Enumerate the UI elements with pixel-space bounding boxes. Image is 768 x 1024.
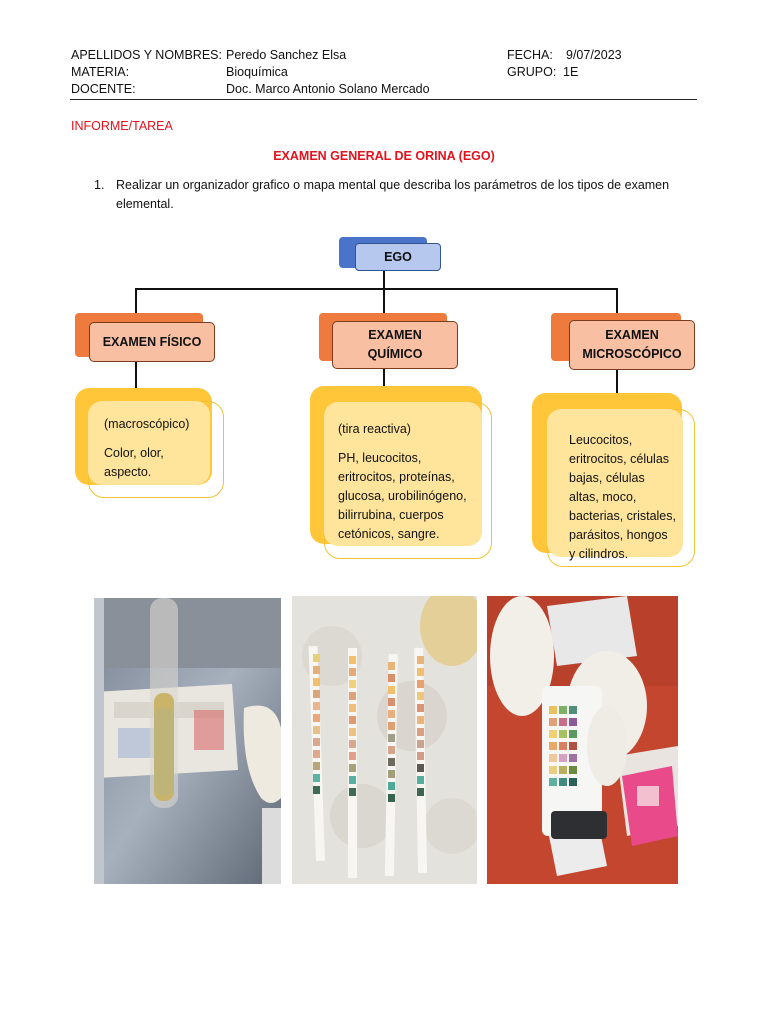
microscopico-node: EXAMEN MICROSCÓPICO xyxy=(569,320,695,370)
group-label: GRUPO: xyxy=(507,65,557,79)
teacher-value: Doc. Marco Antonio Solano Mercado xyxy=(226,82,430,96)
fisico-node: EXAMEN FÍSICO xyxy=(89,322,215,362)
quimico-leaf: (tira reactiva) PH, leucocitos, eritroci… xyxy=(324,402,482,546)
date-label: FECHA: xyxy=(507,48,553,62)
photo-reagent-strips xyxy=(292,596,477,884)
name-value: Peredo Sanchez Elsa xyxy=(226,48,347,62)
date-value: 9/07/2023 xyxy=(566,48,622,62)
microscopico-leaf: Leucocitos, eritrocitos, células bajas, … xyxy=(547,409,683,561)
horizontal-connector xyxy=(135,288,618,290)
group-value: 1E xyxy=(563,65,579,79)
connector-microscopico-leaf xyxy=(616,366,618,396)
page-title: EXAMEN GENERAL DE ORINA (EGO) xyxy=(273,149,495,163)
photo-reagent-bottle xyxy=(487,596,678,884)
photo-test-tube xyxy=(94,598,281,884)
fisico-content: Color, olor, aspecto. xyxy=(104,446,164,479)
connector-microscopico xyxy=(616,288,618,322)
quimico-node: EXAMEN QUÍMICO xyxy=(332,321,458,369)
question-text: Realizar un organizador grafico o mapa m… xyxy=(116,178,670,211)
subject-label: MATERIA: xyxy=(71,65,130,79)
quimico-subtitle: (tira reactiva) xyxy=(338,422,411,436)
subject-value: Bioquímica xyxy=(226,65,288,79)
header-divider xyxy=(70,99,697,100)
connector-fisico xyxy=(135,288,137,322)
connector-fisico-leaf xyxy=(135,357,137,392)
connector-quimico xyxy=(383,288,385,322)
report-label: INFORME/TAREA xyxy=(71,119,173,133)
quimico-content: PH, leucocitos, eritrocitos, proteínas, … xyxy=(338,451,467,541)
fisico-leaf: (macroscópico) Color, olor, aspecto. xyxy=(88,401,210,485)
question-number: 1. xyxy=(94,178,105,192)
root-connector xyxy=(383,270,385,290)
connector-quimico-leaf xyxy=(383,366,385,388)
fisico-subtitle: (macroscópico) xyxy=(104,417,190,431)
ego-node: EGO xyxy=(355,243,441,271)
microscopico-content: Leucocitos, eritrocitos, células bajas, … xyxy=(569,433,676,561)
teacher-label: DOCENTE: xyxy=(71,82,136,96)
name-label: APELLIDOS Y NOMBRES: xyxy=(71,48,222,62)
